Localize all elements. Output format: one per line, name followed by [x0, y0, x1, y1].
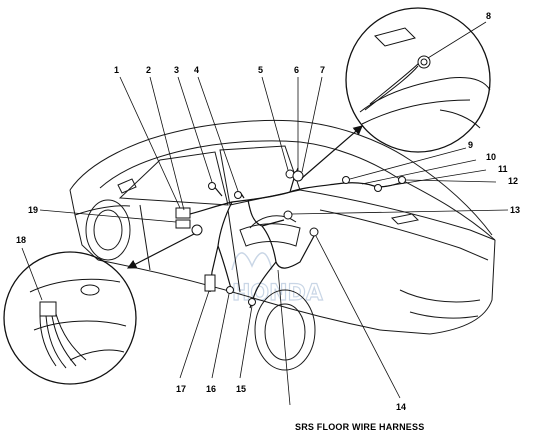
connector-16	[226, 286, 234, 294]
connector-14	[309, 227, 319, 237]
callout-7: 7	[320, 65, 325, 75]
connector-control-unit	[191, 224, 203, 236]
callout-5: 5	[258, 65, 263, 75]
connector-12	[398, 176, 406, 184]
callout-15: 15	[236, 384, 246, 394]
callout-11: 11	[498, 164, 508, 174]
callout-1: 1	[114, 65, 119, 75]
connector-19	[175, 219, 191, 229]
connector-4	[234, 191, 242, 199]
leader-lines	[21, 21, 509, 406]
connector-11	[374, 184, 382, 192]
callout-19: 19	[28, 205, 38, 215]
callout-18: 18	[16, 235, 26, 245]
callout-17: 17	[176, 384, 186, 394]
callout-4: 4	[194, 65, 199, 75]
callout-14: 14	[396, 402, 406, 412]
callout-8: 8	[486, 11, 491, 21]
connector-15	[248, 298, 256, 306]
callout-13: 13	[510, 205, 520, 215]
connector-1	[175, 207, 191, 219]
harness-caption: SRS FLOOR WIRE HARNESS	[295, 422, 424, 432]
connector-17	[204, 274, 216, 292]
callout-3: 3	[174, 65, 179, 75]
connector-3	[208, 182, 216, 190]
callout-6: 6	[294, 65, 299, 75]
callout-10: 10	[486, 152, 496, 162]
watermark: HONDA	[231, 252, 323, 307]
connector-13	[283, 210, 293, 220]
watermark-text: HONDA	[232, 281, 323, 306]
components	[175, 169, 406, 306]
connector-6	[292, 170, 304, 182]
callout-2: 2	[146, 65, 151, 75]
callout-16: 16	[206, 384, 216, 394]
detail-arrows	[126, 125, 363, 269]
detail-inset-bottom	[3, 251, 137, 385]
connector-9	[342, 176, 350, 184]
callout-9: 9	[468, 140, 473, 150]
callout-12: 12	[508, 176, 518, 186]
detail-inset-top	[345, 7, 491, 153]
callouts: 1 2 3 4 5 6 7 8 9 10 11 12 13 14 15 16 1…	[16, 11, 520, 412]
